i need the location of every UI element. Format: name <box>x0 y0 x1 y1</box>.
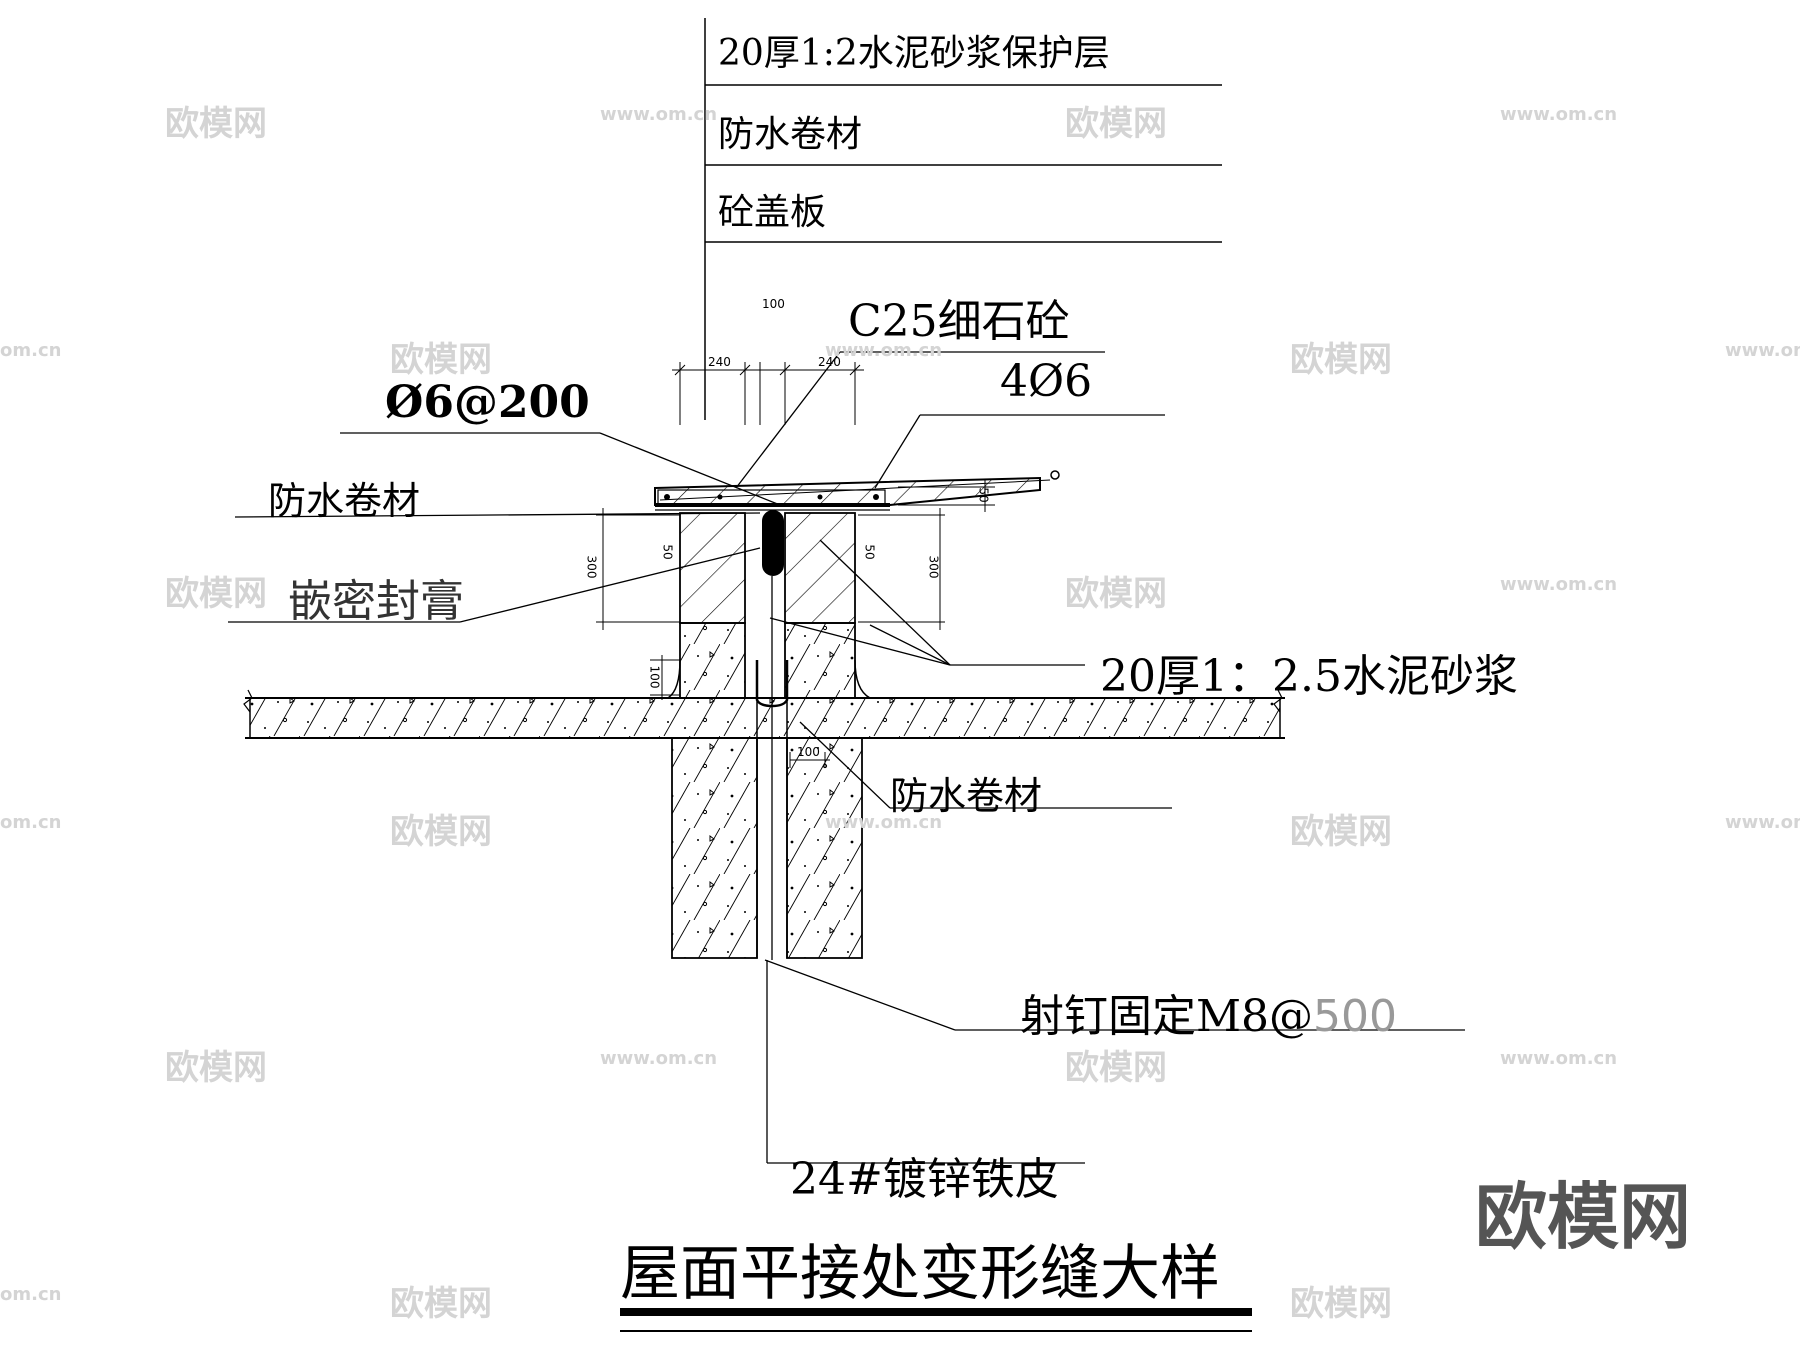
dim-100-left: 100 <box>647 665 662 689</box>
watermark-url: www.om.cn <box>600 1048 718 1069</box>
watermark-url: www.om.cn <box>825 812 943 833</box>
drawing-title: 屋面平接处变形缝大样 <box>620 1239 1220 1309</box>
dim-100-bottom: 100 <box>797 745 820 759</box>
label-concrete: C25细石砼 <box>848 296 1070 347</box>
layer-membrane: 防水卷材 <box>718 114 863 155</box>
dim-100-top: 100 <box>762 297 785 311</box>
cover-slab <box>654 470 1060 511</box>
watermark-url: www.om.cn <box>1725 340 1800 361</box>
dim-50-right2: 50 <box>862 544 877 560</box>
watermark-brand: 欧模网 <box>390 1284 492 1324</box>
watermark-url: www.om.cn <box>1500 1048 1618 1069</box>
watermark-url: www.om.cn <box>1500 574 1618 595</box>
layer-cover-slab: 砼盖板 <box>718 192 827 233</box>
label-nail: 射钉固定M8@500 <box>1020 980 1397 1044</box>
dimension-lines <box>596 362 995 768</box>
watermark-brand: 欧模网 <box>1065 1048 1167 1088</box>
label-membrane-left: 防水卷材 <box>268 479 421 523</box>
layer-protective: 20厚1:2水泥砂浆保护层 <box>718 33 1110 74</box>
watermark-brand: 欧模网 <box>165 104 267 144</box>
watermark-brand: 欧模网 <box>165 574 267 614</box>
dim-240-left: 240 <box>708 355 731 369</box>
watermark-brand: 欧模网 <box>1290 340 1392 380</box>
dim-50-right: 50 <box>976 487 991 503</box>
watermark-url: om.cn <box>0 340 62 361</box>
watermark-brand: 欧模网 <box>1290 812 1392 852</box>
watermark-brand: 欧模网 <box>1065 104 1167 144</box>
title-underline-thick <box>620 1308 1252 1316</box>
nail-spacing: 500 <box>1313 991 1398 1042</box>
watermark-url: www.om.cn <box>1725 812 1800 833</box>
leader-lines <box>228 351 1465 1164</box>
label-sealant: 嵌密封膏 <box>288 576 464 627</box>
watermark-url: www.om.cn <box>825 340 943 361</box>
watermark-url: om.cn <box>0 812 62 833</box>
watermark-brand: 欧模网 <box>1290 1284 1392 1324</box>
beams <box>671 660 863 959</box>
watermark-brand: 欧模网 <box>165 1048 267 1088</box>
label-mortar: 20厚1：2.5水泥砂浆 <box>1100 651 1518 702</box>
watermark-brand: 欧模网 <box>390 812 492 852</box>
watermark-url: om.cn <box>0 1284 62 1305</box>
brand-logo: 欧模网 <box>1475 1175 1692 1259</box>
dim-50-left: 50 <box>660 544 675 560</box>
label-bars: 4Ø6 <box>1000 356 1093 407</box>
layer-callout <box>704 18 1222 420</box>
watermark-brand: 欧模网 <box>1065 574 1167 614</box>
title-underline-thin <box>620 1330 1252 1332</box>
dim-300-left: 300 <box>584 555 599 579</box>
label-stirrups: Ø6@200 <box>385 377 590 428</box>
watermark-url: www.om.cn <box>600 104 718 125</box>
sealant-block <box>762 510 784 576</box>
label-sheet: 24#镀锌铁皮 <box>790 1154 1059 1205</box>
nail-text: 射钉固定M8@ <box>1020 991 1314 1042</box>
label-membrane-lower: 防水卷材 <box>890 774 1043 818</box>
upstand-walls <box>667 512 871 708</box>
watermark-brand: 欧模网 <box>390 340 492 380</box>
dim-240-right: 240 <box>818 355 841 369</box>
watermark-url: www.om.cn <box>1500 104 1618 125</box>
dim-300-right: 300 <box>926 555 941 579</box>
